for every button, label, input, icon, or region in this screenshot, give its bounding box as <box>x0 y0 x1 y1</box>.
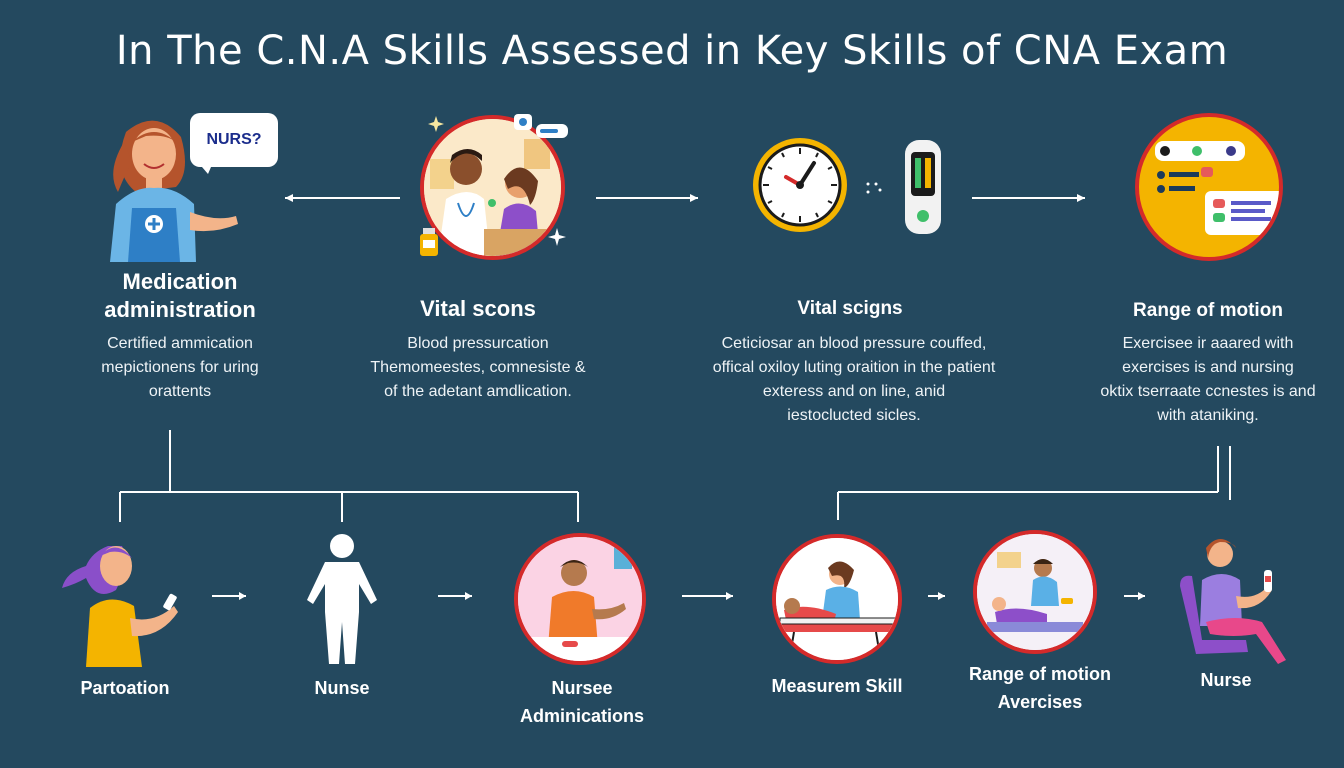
skill-desc-medication: Certified ammication mepictionens for ur… <box>40 332 320 404</box>
bottom-label-range-of-motion: Range of motion Avercises <box>950 660 1130 716</box>
skill-title-range-of-motion: Range of motion <box>1098 300 1318 322</box>
sparkle-icon <box>428 116 444 132</box>
bottom-label-measurem-skill: Measurem Skill <box>742 672 932 700</box>
bottom-label-adminications: Nursee Adminications <box>492 674 672 730</box>
doctor-patient-illustration <box>420 115 565 260</box>
bottom-label-nurse: Nurse <box>1160 666 1292 694</box>
skill-desc-line: Ceticiosar an blood pressure couffed, <box>721 335 987 352</box>
page-title: In The C.N.A Skills Assessed in Key Skil… <box>115 28 1229 74</box>
nurse-pointing-illustration <box>96 112 246 262</box>
skill-title-line: Vital scigns <box>797 298 903 319</box>
skill-title-medication: Medication administration <box>60 268 300 324</box>
speech-bubble: NURS? <box>190 113 278 167</box>
skill-desc-line: mepictionens for uring <box>101 359 259 376</box>
skill-desc-line: offical oxiloy luting oraition in the pa… <box>712 359 996 376</box>
bottom-label-partoation: Partoation <box>40 674 210 702</box>
bottom-label-line: Measurem Skill <box>771 676 903 696</box>
skill-title-vital-scons: Vital scons <box>358 296 598 322</box>
skill-desc-line: exteress and on line, anid <box>762 383 946 400</box>
patient-bed-illustration <box>772 534 902 664</box>
bottom-label-line: Nurse <box>1200 670 1252 690</box>
skill-title-line: Range of motion <box>1133 300 1283 321</box>
skill-desc-line: Exercisee ir aaared with <box>1122 335 1294 352</box>
nurse-sitting-illustration <box>1176 530 1296 670</box>
speech-bubble-tail <box>196 160 214 174</box>
bottom-label-line: Partoation <box>80 678 170 698</box>
skill-desc-vital-scons: Blood pressurcation Themomeestes, comnes… <box>338 332 618 404</box>
skill-desc-line: Blood pressurcation <box>407 335 549 352</box>
pulse-oximeter-icon <box>903 140 943 236</box>
checklist-illustration <box>1135 113 1283 261</box>
bottom-label-line: Avercises <box>997 692 1083 712</box>
skill-desc-line: orattents <box>148 383 212 400</box>
skill-title-line: Medication <box>122 269 238 294</box>
bottom-label-line: Nursee <box>551 678 613 698</box>
bottom-label-line: Range of motion <box>969 664 1111 684</box>
skill-desc-line: of the adetant amdlication. <box>384 383 572 400</box>
speech-bubble-text: NURS? <box>206 131 262 148</box>
bottom-label-nunse: Nunse <box>262 674 422 702</box>
clock-icon <box>750 135 850 235</box>
chat-icon <box>514 114 568 138</box>
skill-desc-line: with ataniking. <box>1157 407 1259 424</box>
skill-desc-line: Themomeestes, comnesiste & <box>370 359 586 376</box>
exercise-therapy-illustration <box>973 530 1097 654</box>
medicine-bottle-icon <box>420 228 438 256</box>
bottom-label-line: Nunse <box>314 678 370 698</box>
sparkle-icon <box>548 228 566 246</box>
skill-title-line: administration <box>104 297 256 322</box>
person-silhouette-icon <box>303 532 381 664</box>
nurse-at-desk-illustration <box>514 533 646 665</box>
skill-desc-line: oktix tserraate ccnestes is and <box>1100 383 1316 400</box>
skill-title-line: Vital scons <box>420 296 536 321</box>
skill-desc-vital-scigns: Ceticiosar an blood pressure couffed, of… <box>668 332 1040 428</box>
woman-with-phone-illustration <box>56 532 186 667</box>
bottom-label-line: Adminications <box>519 706 644 726</box>
skill-desc-line: Certified ammication <box>107 335 253 352</box>
skill-title-vital-scigns: Vital scigns <box>730 298 970 320</box>
skill-desc-range-of-motion: Exercisee ir aaared with exercises is an… <box>1082 332 1334 428</box>
skill-desc-line: exercises is and nursing <box>1122 359 1294 376</box>
skill-desc-line: iestoclucted sicles. <box>787 407 921 424</box>
